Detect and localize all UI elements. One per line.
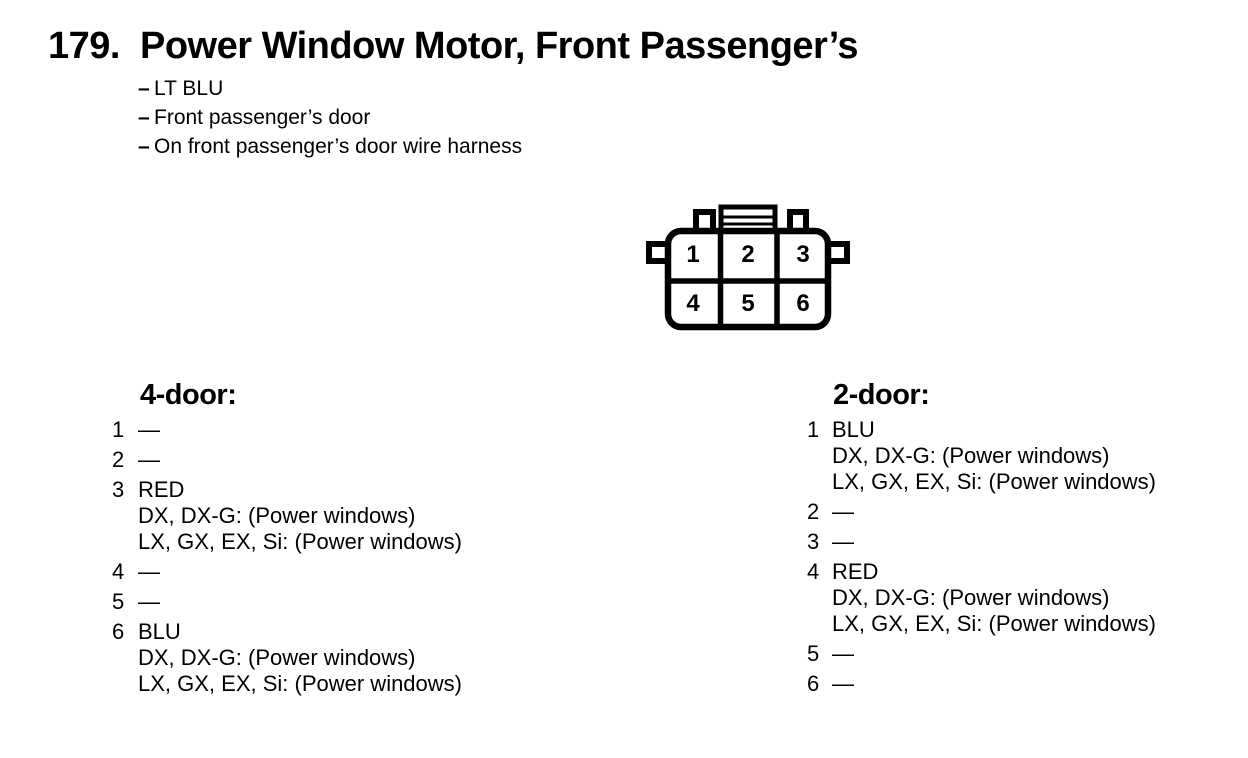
detail-text: Front passenger’s door	[154, 106, 371, 129]
pin-wire-color: —	[138, 589, 160, 614]
pin-cavity-grid	[666, 229, 830, 329]
detail-line: – Front passenger’s door	[138, 103, 522, 132]
pinout-list: 1 BLU DX, DX-G: (Power windows) LX, GX, …	[807, 417, 1237, 697]
connector-pin-4: 4	[686, 290, 700, 317]
connector-pin-6: 6	[796, 290, 809, 317]
pin-number: 5	[807, 641, 820, 666]
pin-trim-line: DX, DX-G: (Power windows)	[138, 645, 416, 670]
pin-trim-line: LX, GX, EX, Si: (Power windows)	[138, 671, 462, 696]
pin-number: 2	[807, 499, 820, 524]
pin-trim-line: DX, DX-G: (Power windows)	[832, 585, 1110, 610]
detail-notes: – LT BLU – Front passenger’s door – On f…	[138, 74, 522, 161]
pin-trim-line: LX, GX, EX, Si: (Power windows)	[832, 611, 1156, 636]
connector-pin-5: 5	[741, 290, 754, 317]
pin-row: 2 —	[807, 499, 1237, 525]
pin-row: 3 RED	[112, 477, 542, 503]
pin-wire-color: BLU	[138, 619, 181, 644]
pin-trim-line: LX, GX, EX, Si: (Power windows)	[832, 469, 1156, 494]
connector-pin-1: 1	[686, 241, 699, 268]
pin-trim-line: DX, DX-G: (Power windows)	[138, 503, 416, 528]
pin-number: 3	[112, 477, 125, 502]
column-heading: 2-door:	[833, 379, 930, 411]
item-title: Power Window Motor, Front Passenger’s	[140, 25, 859, 67]
pin-number: 1	[112, 417, 125, 442]
pin-number: 2	[112, 447, 125, 472]
pin-row: 4 —	[112, 559, 542, 585]
connector-pin-2: 2	[741, 241, 754, 268]
detail-line: – LT BLU	[138, 74, 522, 103]
pin-number: 1	[807, 417, 820, 442]
pin-wire-color: —	[832, 499, 854, 524]
page-title: 179. Power Window Motor, Front Passenger…	[48, 25, 859, 67]
pin-number: 6	[807, 671, 820, 696]
pin-row: 3 —	[807, 529, 1237, 555]
item-number: 179.	[48, 25, 120, 67]
dash-bullet: –	[138, 106, 150, 129]
column-heading: 4-door:	[140, 379, 237, 411]
pin-wire-color: —	[138, 447, 160, 472]
pin-trim-line: DX, DX-G: (Power windows)	[832, 443, 1110, 468]
detail-line: – On front passenger’s door wire harness	[138, 132, 522, 161]
pin-row: 1 —	[112, 417, 542, 443]
pin-wire-color: —	[832, 529, 854, 554]
pin-wire-color: —	[832, 641, 854, 666]
pin-number: 5	[112, 589, 125, 614]
detail-text: LT BLU	[154, 77, 224, 100]
pin-wire-color: RED	[138, 477, 185, 502]
pin-wire-color: BLU	[832, 417, 875, 442]
pin-wire-color: RED	[832, 559, 879, 584]
pinout-column-4door: 4-door: 1 — 2 — 3 RED DX, DX-G: (Power w…	[112, 380, 542, 697]
connector-pin-3: 3	[796, 241, 809, 268]
pin-row: 6 BLU	[112, 619, 542, 645]
pin-number: 6	[112, 619, 125, 644]
pin-number: 3	[807, 529, 820, 554]
pin-wire-color: —	[138, 417, 160, 442]
pin-row: 6 —	[807, 671, 1237, 697]
pin-row: 1 BLU	[807, 417, 1237, 443]
pin-wire-color: —	[832, 671, 854, 696]
pin-row: 5 —	[112, 589, 542, 615]
pin-trim-line: LX, GX, EX, Si: (Power windows)	[138, 529, 462, 554]
detail-text: On front passenger’s door wire harness	[154, 135, 523, 158]
latch-tab-icon	[718, 204, 778, 234]
dash-bullet: –	[138, 77, 150, 100]
pin-number: 4	[807, 559, 820, 584]
pin-row: 4 RED	[807, 559, 1237, 585]
pin-wire-color: —	[138, 559, 160, 584]
pin-number: 4	[112, 559, 125, 584]
dash-bullet: –	[138, 135, 150, 158]
pin-row: 2 —	[112, 447, 542, 473]
connector-diagram: 1 2 3 4 5 6	[640, 196, 860, 336]
pinout-column-2door: 2-door: 1 BLU DX, DX-G: (Power windows) …	[807, 380, 1237, 697]
pinout-list: 1 — 2 — 3 RED DX, DX-G: (Power windows) …	[112, 417, 542, 697]
pin-row: 5 —	[807, 641, 1237, 667]
